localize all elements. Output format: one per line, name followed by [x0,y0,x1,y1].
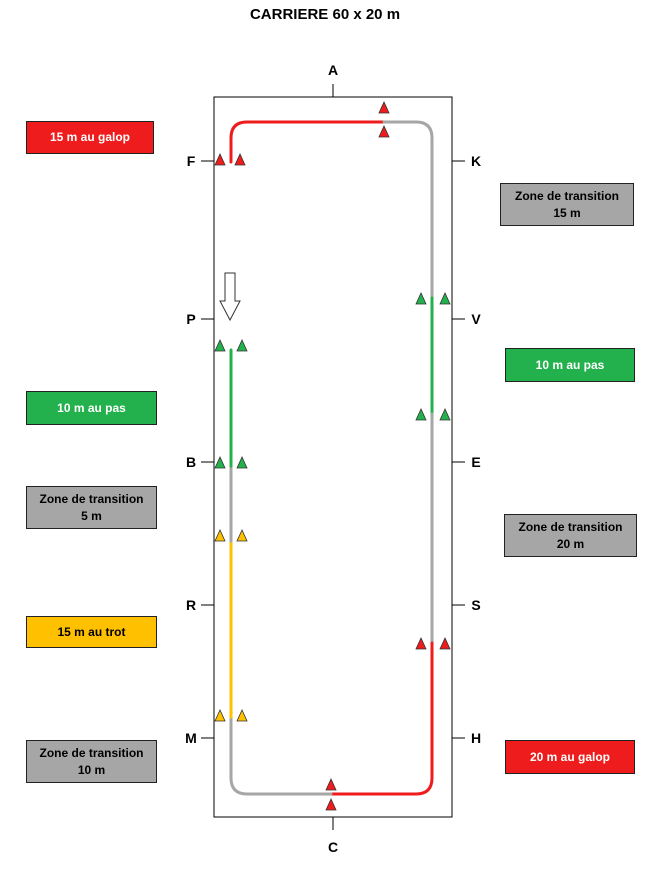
label-gallop-20: 20 m au galop [505,740,635,774]
label-transition-20: Zone de transition 20 m [504,514,637,557]
triangle-cone-icon [378,125,390,138]
triangle-cone-icon [236,339,248,352]
letter-p: P [186,311,195,327]
letter-k: K [471,153,481,169]
triangle-cone-icon [439,292,451,305]
triangle-cone-icon [415,292,427,305]
label-walk-10-right: 10 m au pas [505,348,635,382]
label-line: 15 m au trot [57,624,126,639]
triangle-cone-icon [415,637,427,650]
track-gallop-20 [329,641,434,796]
label-line: Zone de transition [39,745,144,760]
triangle-cone-icon [236,529,248,542]
label-line: 15 m [553,205,581,220]
arena-border [213,96,453,818]
letter-e: E [471,454,480,470]
triangle-cone-icon [439,408,451,421]
triangle-cone-icon [214,456,226,469]
letter-a: A [328,62,338,78]
label-transition-15: Zone de transition 15 m [500,183,634,226]
triangle-cone-icon [415,408,427,421]
triangle-cone-icon [325,778,337,791]
triangle-cone-icon [325,798,337,811]
triangle-cone-icon [236,456,248,469]
track-gallop-15 [229,120,386,164]
label-walk-10-left: 10 m au pas [26,391,157,425]
label-line: Zone de transition [514,188,619,203]
label-line: 10 m au pas [57,400,126,415]
triangle-cone-icon [214,709,226,722]
letter-m: M [185,730,197,746]
label-line: 15 m au galop [49,130,131,144]
letter-v: V [471,311,481,327]
label-line: 10 m au pas [535,357,605,372]
letter-f: F [187,153,196,169]
triangle-cone-icon [378,101,390,114]
letter-h: H [471,730,481,746]
letter-s: S [471,597,480,613]
label-line: 20 m au galop [529,749,611,764]
label-gallop-15: 15 m au galop [26,121,154,154]
label-line: 10 m [77,762,106,777]
letter-r: R [186,597,196,613]
down-arrow-icon [219,272,241,322]
triangle-cone-icon [236,709,248,722]
page-title: CARRIERE 60 x 20 m [249,6,401,23]
track-transition-15 [382,120,434,300]
letter-ticks [201,84,465,830]
label-transition-10: Zone de transition 10 m [26,740,157,783]
label-line: 5 m [81,508,102,523]
triangle-cone-icon [214,529,226,542]
label-trot-15: 15 m au trot [26,616,157,648]
letter-c: C [328,839,338,855]
triangle-cone-icon [214,153,226,166]
label-line: Zone de transition [518,519,623,534]
label-line: 20 m [556,536,585,551]
letter-b: B [186,454,196,470]
track-transition-10 [229,715,333,796]
label-transition-5: Zone de transition 5 m [26,486,157,529]
label-line: Zone de transition [39,491,144,506]
triangle-cone-icon [439,637,451,650]
triangle-cone-icon [214,339,226,352]
triangle-cone-icon [234,153,246,166]
